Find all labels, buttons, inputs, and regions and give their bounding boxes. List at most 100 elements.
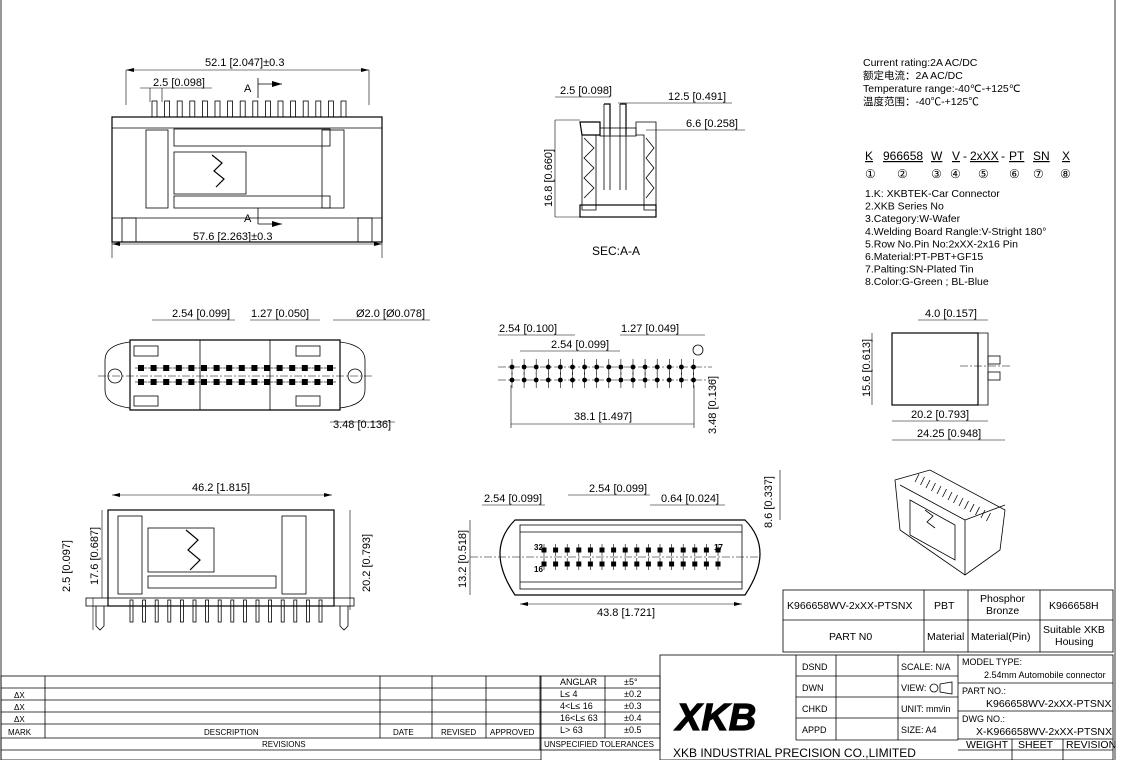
dwn-label: DWN (802, 683, 824, 693)
top-pin (201, 100, 208, 118)
mating-pins (541, 544, 721, 570)
model-type-label: MODEL TYPE: (962, 657, 1022, 667)
front-pin (179, 599, 184, 623)
mating-dim-right: 8.6 [0.337] (763, 476, 775, 528)
iso-pin (936, 485, 942, 495)
front-pin (255, 599, 260, 623)
legend-line: 1.K: XKBTEK-Car Connector (865, 188, 1000, 200)
side-dim-top: 4.0 [0.157] (925, 308, 977, 320)
pin-label-17: 17 (714, 543, 723, 552)
top-pin (290, 100, 297, 118)
front-peg (95, 606, 105, 631)
front-base (85, 597, 355, 607)
iso-pin (914, 473, 920, 483)
code-color: X (1062, 149, 1070, 163)
title-block: XKB XKB INDUSTRIAL PRECISION CO.,LIMITED… (659, 654, 1116, 761)
top-pin (227, 100, 234, 118)
material-label-material: Material (927, 631, 964, 643)
xkb-logo: XKB (673, 696, 756, 739)
spec-line-3: Temperature range:-40℃-+125℃ (863, 83, 1021, 95)
top-view-bottom-dim: 57.6 [2.263]±0.3 (193, 231, 272, 243)
iso-pin (953, 494, 958, 504)
top-pin (151, 100, 158, 118)
top-pin (277, 100, 284, 118)
code-dash-2: - (1001, 149, 1005, 163)
revision-mark-header: MARK (8, 728, 32, 737)
company-name: XKB INDUSTRIAL PRECISION CO.,LIMITED (673, 746, 916, 760)
pcb-dim-total: 38.1 [1.497] (574, 411, 632, 423)
pcb-layout-view: 2.54 [0.100] 1.27 [0.049] 2.54 [0.099] 3… (498, 323, 719, 434)
code-num-2: ② (897, 167, 908, 181)
pin-label-16: 16 (534, 565, 543, 574)
front-dim-top: 46.2 [1.815] (192, 482, 250, 494)
xkb-logo-text: XKB (674, 697, 756, 739)
legend-line: 4.Welding Board Rangle:V-Stright 180° (865, 226, 1046, 238)
front-pin (142, 599, 147, 623)
iso-pin (925, 479, 931, 489)
top-pin (164, 100, 171, 118)
section-dim-b: 12.5 [0.491] (668, 91, 726, 103)
code-k: K (865, 149, 873, 163)
pcb-dim-a: 2.54 [0.100] (499, 323, 557, 335)
code-material: PT (1009, 149, 1025, 163)
material-label-pin: Material(Pin) (971, 631, 1031, 643)
view-label: VIEW: (901, 683, 926, 693)
mating-dim-a: 2.54 [0.099] (484, 493, 542, 505)
legend-line: 2.XKB Series No (865, 201, 944, 213)
appd-label: APPD (802, 725, 827, 735)
top-view: 52.1 [2.047]±0.3 2.5 [0.098] A A 5 (111, 57, 383, 258)
side-dim-a: 20.2 [0.793] (911, 409, 969, 421)
material-part-no: K966658WV-2xXX-PTSNX (787, 600, 912, 612)
front-pin (293, 599, 298, 623)
code-dash-1: - (963, 149, 967, 163)
material-housing-material: PBT (934, 600, 955, 612)
mating-dim-left: 13.2 [0.518] (457, 530, 469, 588)
code-num-7: ⑦ (1033, 167, 1044, 181)
projection-icon (929, 683, 939, 693)
unit-label: UNIT: mm/in (901, 704, 951, 714)
tolerance-table: ANGLAR±5°L≤ 4±0.24<L≤ 16±0.316<L≤ 63±0.4… (539, 675, 661, 751)
footprint-pins (135, 365, 336, 385)
front-pin (167, 599, 172, 623)
mating-dim-b: 2.54 [0.099] (589, 483, 647, 495)
side-dim-b: 24.25 [0.948] (917, 428, 981, 440)
revision-label: REVISION (1066, 739, 1116, 751)
iso-pin (980, 509, 986, 519)
tolerance-range: 16<L≤ 63 (560, 713, 598, 723)
tolerance-range: 4<L≤ 16 (560, 701, 593, 711)
spec-block: Current rating:2A AC/DC 额定电流：2A AC/DC Te… (863, 57, 1021, 108)
footprint-view: 2.54 [0.099] 1.27 [0.050] Ø2.0 [Ø0.078] … (98, 308, 430, 431)
front-view-pins (85, 597, 355, 631)
footprint-pitch-dim: 2.54 [0.099] (172, 308, 230, 320)
legend-line: 6.Material:PT-PBT+GF15 (865, 251, 983, 263)
iso-pin (986, 512, 991, 522)
iso-pin (931, 482, 936, 492)
tolerance-rows: ANGLAR±5°L≤ 4±0.24<L≤ 16±0.316<L≤ 63±0.4… (560, 677, 641, 735)
revision-revised-header: REVISED (441, 728, 476, 737)
tolerance-range: L≤ 4 (560, 689, 577, 699)
code-plating: SN (1033, 149, 1050, 163)
revisions-label: REVISIONS (262, 740, 306, 749)
iso-pin (969, 503, 975, 513)
legend-line: 3.Category:W-Wafer (865, 213, 961, 225)
tolerance-range: L> 63 (560, 725, 583, 735)
front-dim-right: 20.2 [0.793] (361, 534, 373, 592)
part-code: K 966658 W V - 2xXX - PT SN X ① ② ③ ④ ⑤ … (865, 149, 1071, 288)
section-mark-bottom: A (244, 213, 252, 225)
front-pin (230, 599, 235, 623)
part-no-label: PART NO.: (962, 686, 1006, 696)
code-num-1: ① (865, 167, 876, 181)
model-type-value: 2.54mm Automobile connector (984, 670, 1106, 680)
side-view: 4.0 [0.157] 15.6 [0.613] 20.2 [0.793] 24… (861, 308, 1010, 441)
iso-pin (958, 497, 964, 507)
top-pin (189, 100, 196, 118)
code-series: 966658 (883, 149, 923, 163)
revision-description-header: DESCRIPTION (204, 728, 259, 737)
revision-mark-1: ΔX (14, 691, 25, 700)
top-pin (302, 100, 309, 118)
section-label: SEC:A-A (592, 244, 640, 258)
